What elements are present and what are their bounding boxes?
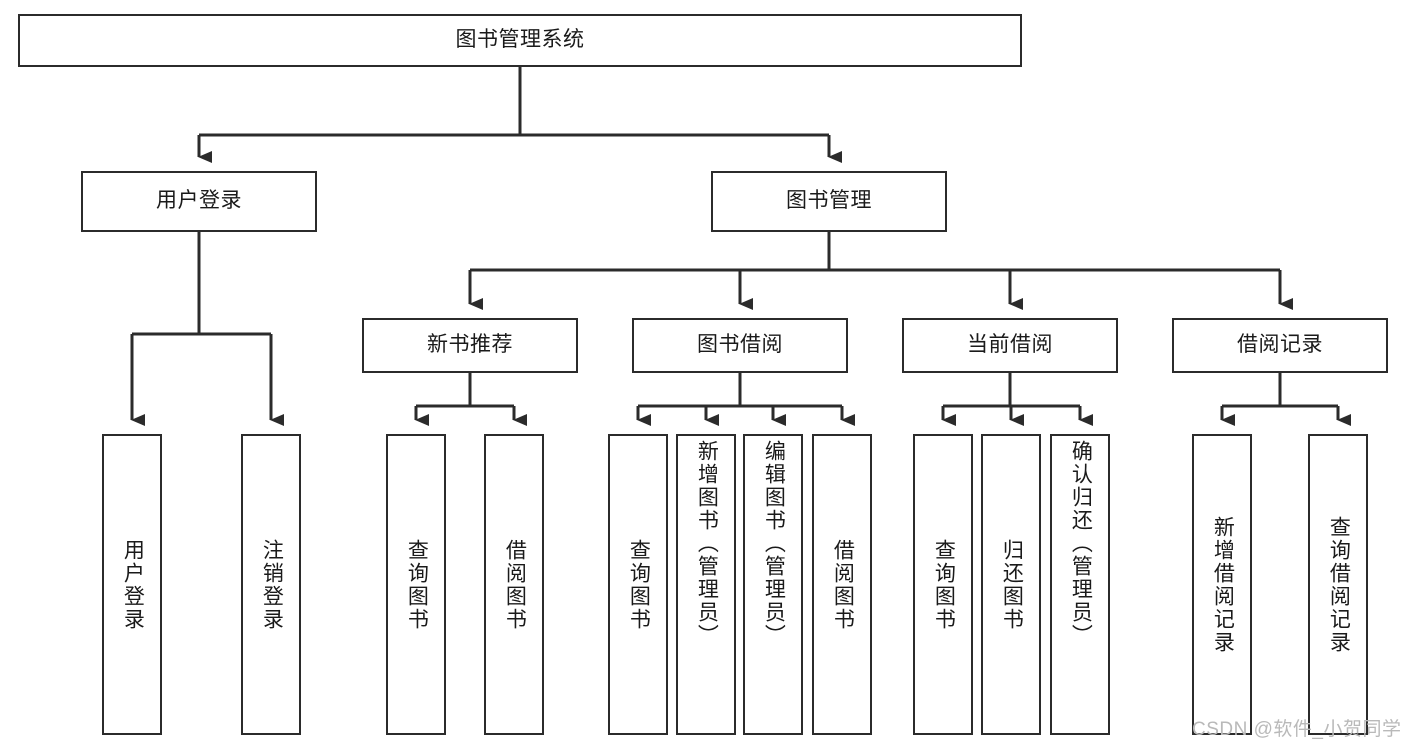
node-label: 注销登录 <box>260 538 284 631</box>
leaf-add-borrowing-record[interactable]: 新增借阅记录 <box>1192 434 1252 735</box>
node-label: 当前借阅 <box>967 333 1053 357</box>
node-label: 借阅图书 <box>831 538 855 631</box>
leaf-user-login[interactable]: 用户登录 <box>102 434 162 735</box>
node-label: 借阅记录 <box>1237 333 1323 357</box>
node-root-system[interactable]: 图书管理系统 <box>18 14 1022 67</box>
leaf-query-book-recommendation[interactable]: 查询图书 <box>386 434 446 735</box>
edge-group-new-book-rec <box>414 373 527 426</box>
node-label: 查询借阅记录 <box>1327 515 1351 654</box>
node-user-login[interactable]: 用户登录 <box>81 171 317 232</box>
leaf-return-book[interactable]: 归还图书 <box>981 434 1041 735</box>
leaf-query-book-current[interactable]: 查询图书 <box>913 434 973 735</box>
leaf-borrow-book-borrowing[interactable]: 借阅图书 <box>812 434 872 735</box>
node-label: 编辑图书（管理员） <box>762 440 786 647</box>
node-label: 查询图书 <box>627 538 651 631</box>
node-label: 借阅图书 <box>503 538 527 631</box>
node-label: 用户登录 <box>121 538 145 631</box>
node-label: 图书借阅 <box>697 333 783 357</box>
leaf-add-book-admin[interactable]: 新增图书（管理员） <box>676 434 736 735</box>
node-label: 图书管理 <box>786 189 872 213</box>
node-borrowing-record[interactable]: 借阅记录 <box>1172 318 1388 373</box>
edge-group-book-borrow <box>636 373 855 426</box>
edge-group-root <box>197 67 842 163</box>
leaf-confirm-return-admin[interactable]: 确认归还（管理员） <box>1050 434 1110 735</box>
leaf-borrow-book-recommendation[interactable]: 借阅图书 <box>484 434 544 735</box>
node-book-borrowing[interactable]: 图书借阅 <box>632 318 848 373</box>
node-label: 用户登录 <box>156 189 242 213</box>
leaf-query-book-borrowing[interactable]: 查询图书 <box>608 434 668 735</box>
node-label: 新增图书（管理员） <box>695 440 719 647</box>
edge-group-borrow-record <box>1220 373 1351 426</box>
node-label: 查询图书 <box>405 538 429 631</box>
leaf-logout[interactable]: 注销登录 <box>241 434 301 735</box>
node-label: 新书推荐 <box>427 333 513 357</box>
node-current-borrowing[interactable]: 当前借阅 <box>902 318 1118 373</box>
leaf-query-borrowing-record[interactable]: 查询借阅记录 <box>1308 434 1368 735</box>
node-label: 归还图书 <box>1000 538 1024 631</box>
edge-group-user-login <box>130 232 284 426</box>
edge-group-book-mgmt <box>468 232 1293 310</box>
edge-group-current-borrow <box>941 373 1093 426</box>
leaf-edit-book-admin[interactable]: 编辑图书（管理员） <box>743 434 803 735</box>
node-book-management[interactable]: 图书管理 <box>711 171 947 232</box>
node-label: 确认归还（管理员） <box>1069 440 1093 647</box>
node-label: 新增借阅记录 <box>1211 515 1235 654</box>
node-label: 查询图书 <box>932 538 956 631</box>
node-label: 图书管理系统 <box>455 28 585 52</box>
node-new-book-recommendation[interactable]: 新书推荐 <box>362 318 578 373</box>
